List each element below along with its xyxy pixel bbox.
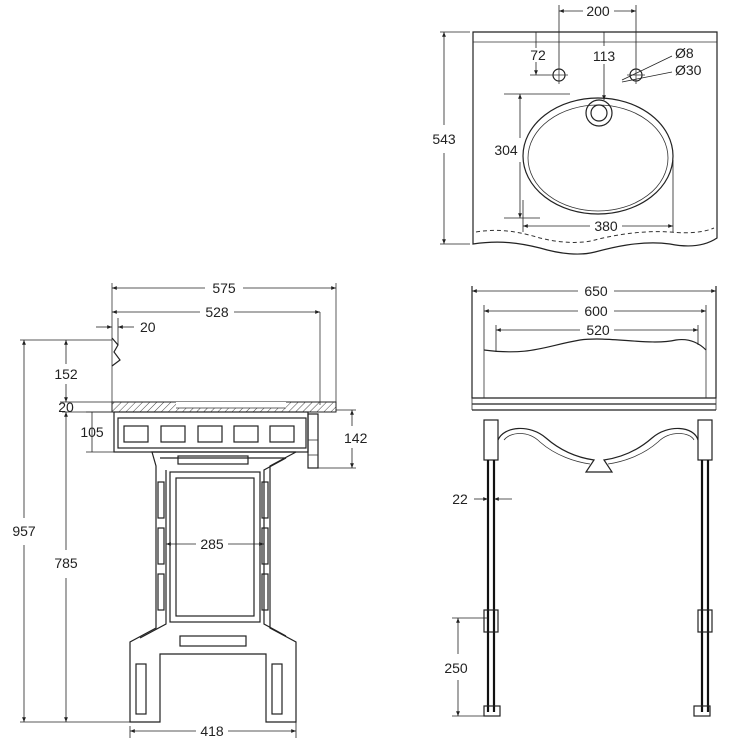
dim-200: 200 <box>586 3 610 19</box>
dim-113: 113 <box>593 48 616 64</box>
dim-285: 285 <box>200 536 224 552</box>
bowl-outer <box>522 97 674 215</box>
dim-142: 142 <box>344 430 368 446</box>
dim-diameter-30: Ø30 <box>675 62 702 78</box>
side-section-break <box>111 337 121 367</box>
front-leg-right <box>693 419 713 717</box>
dim-650: 650 <box>584 283 608 299</box>
dim-520: 520 <box>586 322 610 338</box>
dim-418: 418 <box>200 723 224 739</box>
dim-528: 528 <box>205 304 229 320</box>
side-stand-window <box>169 471 261 623</box>
front-leg-left <box>483 419 501 717</box>
dim-22: 22 <box>452 491 468 507</box>
overflow-outer <box>585 99 613 127</box>
top-view-outline <box>472 31 718 255</box>
front-view: 650 600 520 22 250 <box>444 283 717 717</box>
top-view: 200 72 113 Ø8 Ø30 543 304 380 <box>432 3 718 255</box>
dim-20-mid: 20 <box>58 399 74 415</box>
side-apron-panels <box>123 425 295 443</box>
side-stand-frame <box>129 451 297 723</box>
side-view: 575 528 20 957 785 152 20 105 <box>12 280 367 739</box>
dim-543: 543 <box>432 131 456 147</box>
dim-304: 304 <box>494 142 518 158</box>
dim-957: 957 <box>12 523 36 539</box>
side-bolt <box>307 413 319 469</box>
top-view-front-edge <box>475 227 715 243</box>
dim-diameter-8: Ø8 <box>675 45 694 61</box>
front-bowl-profile <box>497 427 699 473</box>
dim-20-top: 20 <box>140 319 156 335</box>
dim-575: 575 <box>212 280 236 296</box>
front-basin-body <box>471 286 717 399</box>
dim-380: 380 <box>594 218 618 234</box>
dim-600: 600 <box>584 303 608 319</box>
dim-152: 152 <box>54 366 78 382</box>
side-stand-slots <box>135 481 283 715</box>
front-basin-top-profile <box>483 338 707 353</box>
dim-105: 105 <box>80 424 104 440</box>
overflow-inner <box>590 104 608 122</box>
dim-250: 250 <box>444 660 468 676</box>
dim-72: 72 <box>530 47 546 63</box>
dim-785: 785 <box>54 555 78 571</box>
